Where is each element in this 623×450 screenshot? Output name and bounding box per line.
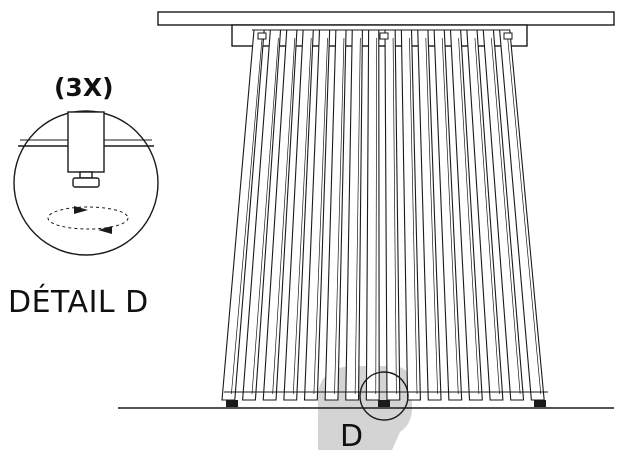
detail-caption: DÉTAIL D <box>8 284 149 320</box>
pedestal-slat-edge <box>507 37 542 395</box>
pedestal-slat <box>400 29 421 401</box>
pedestal-slat-edge <box>458 37 480 395</box>
pedestal-slat-edge <box>334 37 345 395</box>
pedestal-slat <box>283 29 314 401</box>
leveling-foot <box>378 400 390 407</box>
detail-foot-pad <box>72 177 100 188</box>
detail-magnified-view <box>13 110 159 256</box>
table-top <box>157 11 615 26</box>
pedestal-slat <box>242 29 282 401</box>
pedestal-slat-edge <box>392 37 397 395</box>
callout-circle <box>359 371 409 421</box>
pedestal-slat <box>466 29 504 401</box>
callout-letter: D <box>340 419 363 450</box>
pedestal-slat-edge <box>251 37 279 395</box>
leveling-feet <box>226 400 546 407</box>
pedestal-slat-edge <box>354 37 361 395</box>
pedestal-slat-edge <box>313 37 328 395</box>
pedestal-slats <box>221 29 545 401</box>
pedestal-slat <box>345 29 363 401</box>
pedestal-slat <box>262 29 298 401</box>
detail-foot-stem <box>79 171 93 179</box>
pedestal-slat-edge <box>441 37 459 395</box>
pedestal-slat <box>384 29 401 401</box>
pedestal-slat <box>303 29 331 401</box>
pedestal-slat <box>365 29 380 401</box>
pedestal-slat-edge <box>231 37 263 395</box>
rotation-arrow-left-icon <box>98 226 112 234</box>
leveling-foot <box>226 400 238 407</box>
pedestal-slat-edge <box>474 37 500 395</box>
rotation-arrow-right-icon <box>74 206 88 214</box>
pedestal-slat <box>324 29 347 401</box>
quantity-label: (3X) <box>54 73 114 102</box>
pedestal-slat-edge <box>409 37 418 395</box>
pedestal-slat-edge <box>375 37 378 395</box>
rotation-path <box>47 206 129 230</box>
leveling-foot <box>534 400 546 407</box>
pedestal-slat <box>417 29 442 401</box>
detail-leg-tube <box>67 111 105 173</box>
pedestal-slat <box>433 29 463 401</box>
mounting-bracket <box>503 32 513 40</box>
pedestal-slat-edge <box>490 37 521 395</box>
pedestal-slat-edge <box>292 37 312 395</box>
pedestal-slat <box>449 29 483 401</box>
mounting-bracket <box>379 32 389 40</box>
pedestal-slat-edge <box>425 37 438 395</box>
pedestal-slat-edge <box>272 37 296 395</box>
mounting-bracket <box>257 32 267 40</box>
